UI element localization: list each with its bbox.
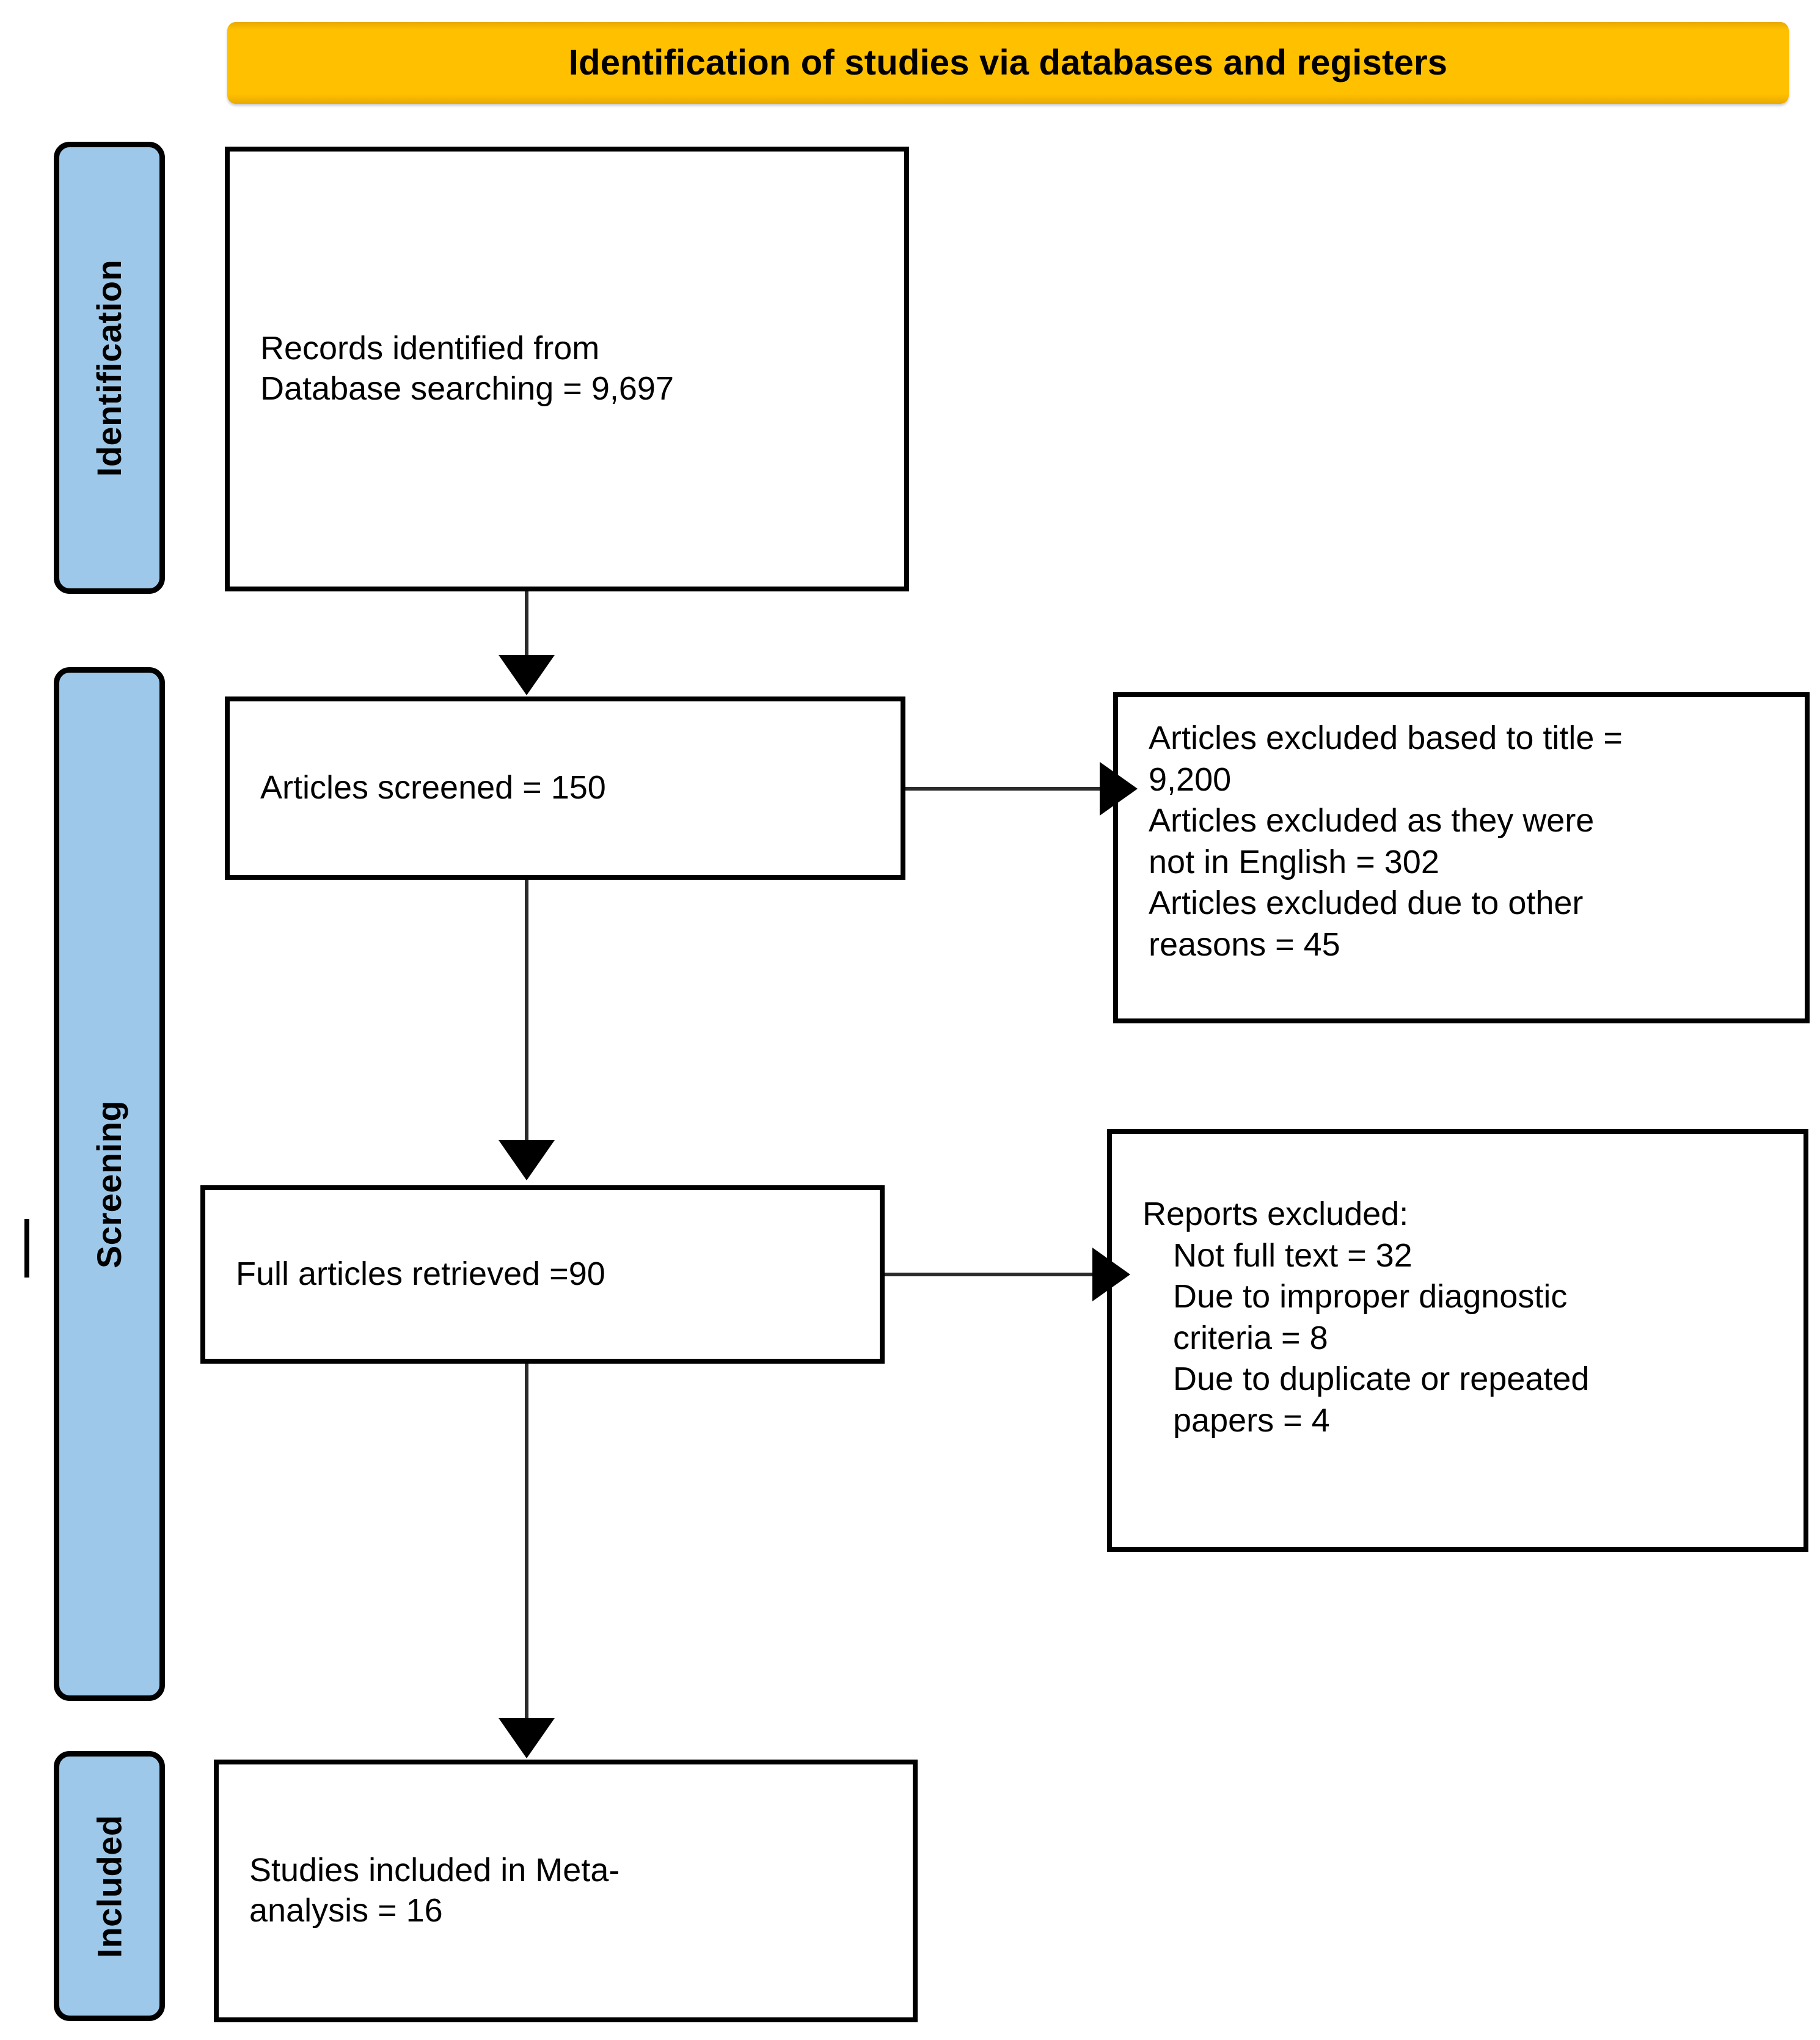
reports-excluded-line-2: Due to improper diagnostic (1173, 1278, 1568, 1315)
connector-screened-to-retrieved-arrowhead (499, 1140, 555, 1180)
phase-label-included: Included (90, 1814, 129, 1958)
phase-label-screening: Screening (90, 1100, 129, 1268)
articles-excluded-line-4: not in English = 302 (1149, 843, 1439, 880)
articles-excluded-line-6: reasons = 45 (1149, 926, 1340, 963)
box-full-articles-retrieved: Full articles retrieved =90 (200, 1185, 885, 1364)
reports-excluded-line-1: Not full text = 32 (1173, 1237, 1413, 1274)
reports-excluded-line-5: papers = 4 (1173, 1402, 1330, 1439)
box-articles-excluded-screening: Articles excluded based to title = 9,200… (1113, 692, 1810, 1023)
phase-band-identification: Identification (54, 142, 165, 594)
connector-screened-to-excluded-arrowhead (1100, 762, 1138, 816)
box-articles-screened: Articles screened = 150 (225, 696, 905, 880)
connector-identified-to-screened-arrowhead (499, 655, 555, 695)
box-studies-included-text: Studies included in Meta- analysis = 16 (249, 1852, 620, 1929)
phase-band-screening: Screening (54, 667, 165, 1701)
articles-excluded-line-1: Articles excluded based to title = (1149, 720, 1623, 756)
connector-retrieved-to-reports-excluded-arrowhead (1092, 1248, 1130, 1301)
connector-screened-to-retrieved-line (525, 880, 528, 1142)
connector-retrieved-to-included-line (525, 1364, 528, 1724)
articles-excluded-line-5: Articles excluded due to other (1149, 885, 1584, 921)
header-banner: Identification of studies via databases … (227, 22, 1789, 104)
box-records-identified-text: Records identified from Database searchi… (260, 330, 674, 407)
page-title: Identification of studies via databases … (568, 43, 1448, 83)
connector-retrieved-to-included-arrowhead (499, 1718, 555, 1758)
box-studies-included: Studies included in Meta- analysis = 16 (214, 1760, 918, 2022)
reports-excluded-heading: Reports excluded: (1142, 1196, 1409, 1232)
phase-band-included: Included (54, 1751, 165, 2021)
box-articles-screened-text: Articles screened = 150 (260, 769, 606, 806)
articles-excluded-list: Articles excluded based to title = 9,200… (1149, 718, 1623, 965)
box-records-identified: Records identified from Database searchi… (225, 147, 909, 591)
box-full-articles-retrieved-text: Full articles retrieved =90 (236, 1256, 605, 1293)
reports-excluded-line-3: criteria = 8 (1173, 1319, 1328, 1356)
connector-screened-to-excluded-line (905, 787, 1105, 791)
phase-label-identification: Identification (90, 259, 129, 477)
reports-excluded-list: Reports excluded: Not full text = 32 Due… (1142, 1194, 1589, 1441)
reports-excluded-line-4: Due to duplicate or repeated (1173, 1361, 1590, 1397)
articles-excluded-line-3: Articles excluded as they were (1149, 802, 1595, 839)
left-margin-tick-mark (24, 1219, 29, 1278)
connector-retrieved-to-reports-excluded-line (885, 1273, 1095, 1276)
articles-excluded-line-2: 9,200 (1149, 761, 1232, 798)
box-reports-excluded: Reports excluded: Not full text = 32 Due… (1107, 1129, 1808, 1552)
connector-identified-to-screened-line (525, 591, 528, 659)
